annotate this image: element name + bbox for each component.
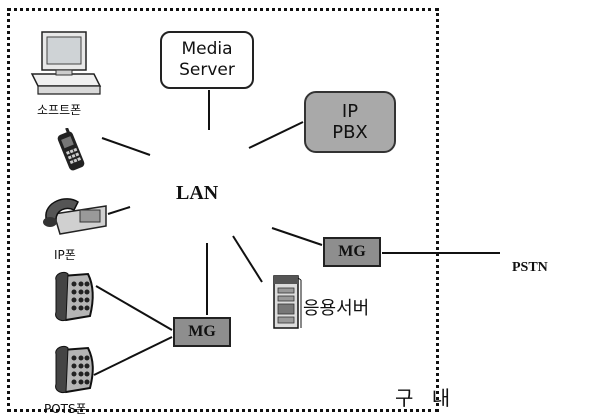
pots-phone-label: POTS폰 bbox=[44, 402, 87, 416]
softphone-label: 소프트폰 bbox=[37, 103, 82, 117]
mobile-phone-icon bbox=[54, 127, 88, 174]
premises-label: 구 내 bbox=[395, 386, 457, 410]
media-server-box: Media Server bbox=[160, 31, 254, 89]
ip-phone-label: IP폰 bbox=[54, 248, 76, 262]
mg-upper-label: MG bbox=[338, 243, 366, 260]
softphone-pc-icon bbox=[26, 28, 106, 100]
mg-gateway-upper: MG bbox=[323, 237, 381, 267]
ip-pbx-label: IP PBX bbox=[332, 101, 368, 143]
pstn-label: PSTN bbox=[512, 260, 548, 275]
mg-lower-label: MG bbox=[188, 323, 216, 340]
ip-phone-icon bbox=[40, 192, 110, 240]
pots-phone-icon bbox=[54, 344, 98, 398]
ip-pbx-box: IP PBX bbox=[304, 91, 396, 153]
pots-phone-icon bbox=[54, 270, 98, 326]
application-server-label: 응용서버 bbox=[303, 298, 370, 319]
lan-hub-label: LAN bbox=[176, 182, 219, 204]
media-server-label: Media Server bbox=[179, 39, 235, 80]
application-server-icon bbox=[272, 272, 302, 330]
premises-boundary bbox=[7, 8, 439, 412]
mg-gateway-lower: MG bbox=[173, 317, 231, 347]
